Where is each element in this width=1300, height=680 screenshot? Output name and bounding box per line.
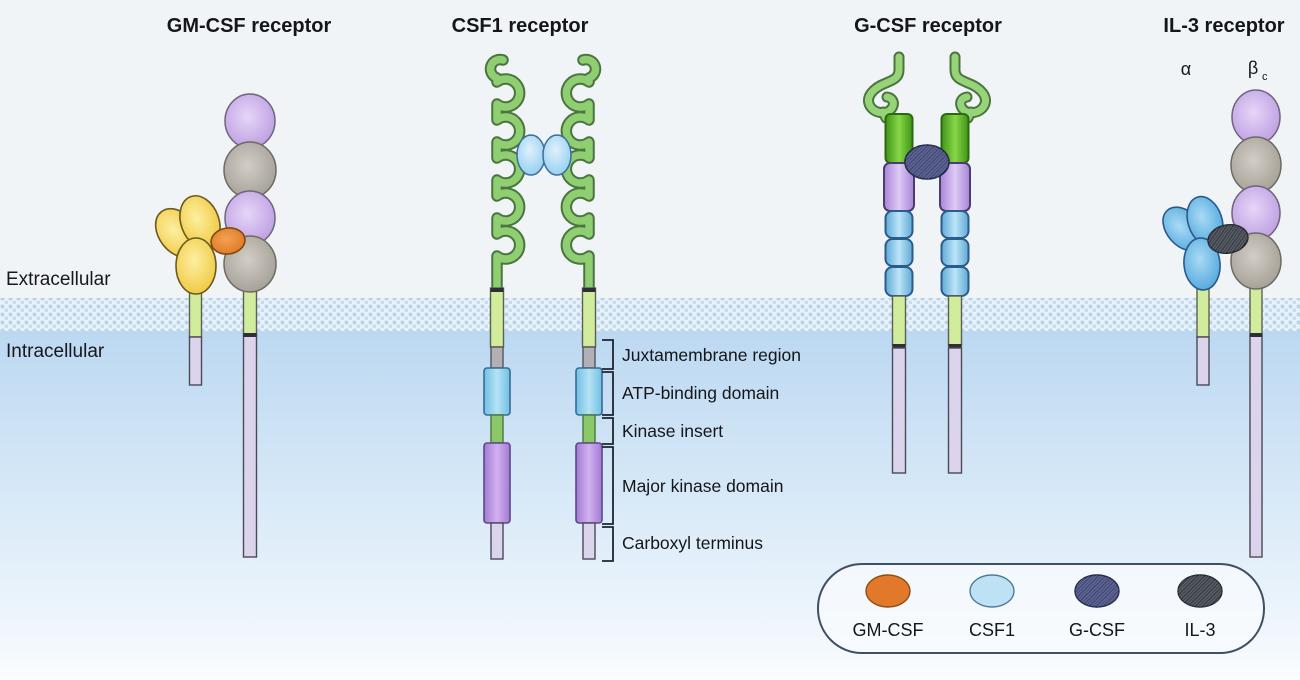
- gmcsf-receptor-title: GM-CSF receptor: [167, 15, 332, 37]
- bracket-kinase-insert: [602, 417, 614, 445]
- csf1-right-transmembrane-stalk: [581, 287, 597, 348]
- gcsf-right-junction-mark: [948, 344, 962, 348]
- gmcsf-beta-junction-mark: [243, 333, 257, 337]
- il3-alpha-intracellular-tail: [1196, 336, 1210, 386]
- csf1-right-junction-mark: [582, 288, 596, 292]
- intracellular-domain-annotations: [602, 339, 614, 562]
- gcsf-left-blue-domain-3: [884, 266, 914, 297]
- il3-receptor: α β c: [1162, 58, 1282, 558]
- legend-label-gmcsf: GM-CSF: [853, 620, 924, 640]
- csf1-chain-right: [562, 55, 600, 294]
- gmcsf-alpha-domain-yellow-3: [175, 237, 217, 295]
- il3-alpha-domain-blue-3: [1183, 237, 1221, 291]
- legend-label-gcsf: G-CSF: [1069, 620, 1125, 640]
- csf1-left-intracellular: [483, 287, 511, 560]
- csf1-chain-left: [486, 55, 524, 294]
- legend-label-il3: IL-3: [1184, 620, 1215, 640]
- gcsf-right-transmembrane-stalk: [947, 295, 963, 347]
- bracket-carboxyl-terminus: [602, 526, 614, 562]
- gmcsf-ligand: [210, 227, 246, 255]
- ligand-legend: GM-CSF CSF1 G-CSF IL-3: [817, 563, 1265, 654]
- gmcsf-beta-domain-gray-1: [223, 141, 277, 199]
- gcsf-left-blue-domain-2: [884, 238, 914, 267]
- csf1-receptor-title: CSF1 receptor: [452, 15, 589, 37]
- csf1-left-kinase-insert: [490, 414, 504, 444]
- csf1-right-major-kinase-domain: [575, 442, 603, 524]
- il3-alpha-transmembrane-stalk: [1196, 285, 1210, 338]
- csf1-right-juxtamembrane: [582, 346, 596, 369]
- bracket-juxtamembrane: [602, 339, 614, 370]
- extracellular-label: Extracellular: [6, 269, 111, 290]
- il3-alpha-subunit-label: α: [1181, 59, 1191, 79]
- legend-swatch-gmcsf: [865, 574, 911, 608]
- il3-beta-domain-purple-1: [1231, 89, 1281, 145]
- gmcsf-beta-transmembrane-stalk: [242, 287, 258, 336]
- il3-beta-intracellular-tail: [1249, 334, 1263, 558]
- gcsf-receptor-title: G-CSF receptor: [854, 15, 1002, 37]
- gcsf-receptor: [863, 51, 991, 474]
- gcsf-right-blue-domain-1: [940, 210, 970, 239]
- csf1-ligand-left: [516, 134, 546, 176]
- gmcsf-receptor: [154, 93, 277, 558]
- gcsf-right-blue-domain-2: [940, 238, 970, 267]
- csf1-left-atp-binding-domain: [483, 367, 511, 416]
- il3-ligand-texture: [1208, 224, 1248, 254]
- csf1-left-juxtamembrane: [490, 346, 504, 369]
- csf1-left-junction-mark: [490, 288, 504, 292]
- il3-beta-transmembrane-stalk: [1249, 285, 1263, 336]
- bracket-atp-binding: [602, 371, 614, 416]
- intracellular-label: Intracellular: [6, 341, 105, 362]
- csf1-right-carboxyl-terminus: [582, 522, 596, 560]
- il3-beta-domain-gray-1: [1230, 136, 1282, 194]
- legend-swatch-csf1: [969, 574, 1015, 608]
- gmcsf-alpha-intracellular-tail: [188, 336, 203, 386]
- csf1-ligand-right: [542, 134, 572, 176]
- il3-beta-junction-mark: [1250, 333, 1262, 337]
- gcsf-left-junction-mark: [892, 344, 906, 348]
- gmcsf-beta-domain-purple-1: [224, 93, 276, 149]
- il3-beta-subunit-subscript: c: [1262, 71, 1268, 83]
- gmcsf-beta-intracellular-tail: [242, 334, 258, 558]
- csf1-left-transmembrane-stalk: [489, 287, 505, 348]
- label-juxtamembrane-region: Juxtamembrane region: [622, 345, 801, 365]
- csf1-left-carboxyl-terminus: [490, 522, 504, 560]
- label-kinase-insert: Kinase insert: [622, 421, 723, 441]
- legend-swatch-il3-texture: [1178, 575, 1222, 607]
- csf1-receptor: [483, 53, 603, 560]
- legend-label-csf1: CSF1: [969, 620, 1015, 640]
- label-major-kinase-domain: Major kinase domain: [622, 476, 783, 496]
- gcsf-left-transmembrane-stalk: [891, 295, 907, 347]
- label-carboxyl-terminus: Carboxyl terminus: [622, 533, 763, 553]
- gcsf-right-intracellular-tail: [947, 347, 963, 474]
- il3-receptor-title: IL-3 receptor: [1163, 15, 1284, 37]
- legend-box: [817, 563, 1265, 654]
- bracket-major-kinase: [602, 446, 614, 525]
- label-atp-binding-domain: ATP-binding domain: [622, 383, 779, 403]
- csf1-left-major-kinase-domain: [483, 442, 511, 524]
- il3-beta-subunit-label: β: [1248, 58, 1258, 78]
- gcsf-left-blue-domain-1: [884, 210, 914, 239]
- csf1-right-kinase-insert: [582, 414, 596, 444]
- csf1-right-intracellular: [575, 287, 603, 560]
- gcsf-ligand-texture: [905, 145, 949, 179]
- plasma-membrane-band: [0, 298, 1300, 331]
- csf1-right-atp-binding-domain: [575, 367, 603, 416]
- gcsf-right-blue-domain-3: [940, 266, 970, 297]
- gcsf-left-intracellular-tail: [891, 347, 907, 474]
- legend-swatch-gcsf-texture: [1075, 575, 1119, 607]
